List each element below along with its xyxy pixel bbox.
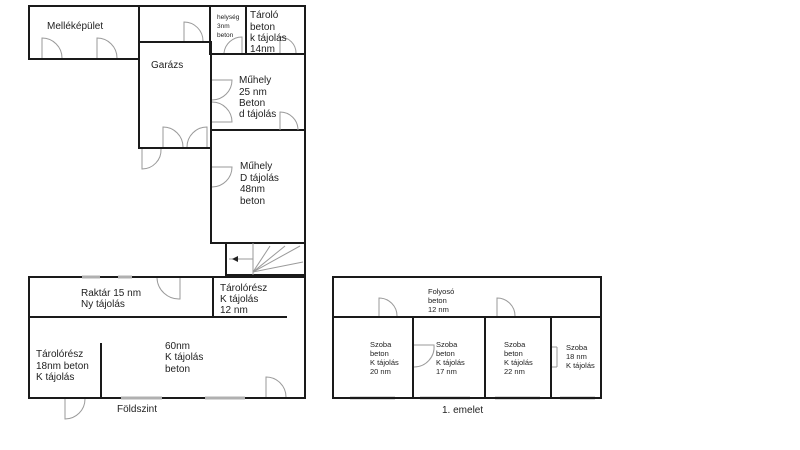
room-label-muhely-25: Műhely 25 nm Beton d tájolás xyxy=(239,75,276,120)
room-label-garazs: Garázs xyxy=(151,60,183,71)
floor-title-first: 1. emelet xyxy=(442,405,483,416)
room-label-raktar: Raktár 15 nm Ny tájolás xyxy=(81,288,144,310)
room-label-tarolresz-18: Tárolórész 18nm beton K tájolás xyxy=(36,349,92,383)
stairs xyxy=(229,243,304,275)
floor-title-ground: Földszint xyxy=(117,404,157,415)
room-label-mellekepulet: Melléképület xyxy=(47,21,103,32)
room-label-helyseg: helység 3nm beton xyxy=(217,14,241,39)
stair-arrow-icon xyxy=(232,256,238,262)
doors xyxy=(41,21,558,420)
room-label-szoba-20: Szoba beton K tájolás 20 nm xyxy=(370,340,401,376)
room-label-muhely-48: Műhely D tájolás 48nm beton xyxy=(240,161,282,207)
room-label-szoba-22: Szoba beton K tájolás 22 nm xyxy=(504,340,535,376)
ground-floor-walls xyxy=(28,5,306,399)
room-label-tarolresz-12: Tárolórész K tájolás 12 nm xyxy=(220,283,270,316)
first-floor-walls xyxy=(332,276,602,399)
room-label-main-60: 60nm K tájolás beton xyxy=(165,341,206,375)
room-label-folyoso: Folyosó beton 12 nm xyxy=(428,287,456,314)
room-label-szoba-18: Szoba 18 nm K tájolás xyxy=(566,343,595,370)
room-label-szoba-17: Szoba beton K tájolás 17 nm xyxy=(436,340,467,376)
room-label-tarolo: Tároló beton k tájolás 14nm xyxy=(250,10,289,55)
windows xyxy=(82,275,595,400)
